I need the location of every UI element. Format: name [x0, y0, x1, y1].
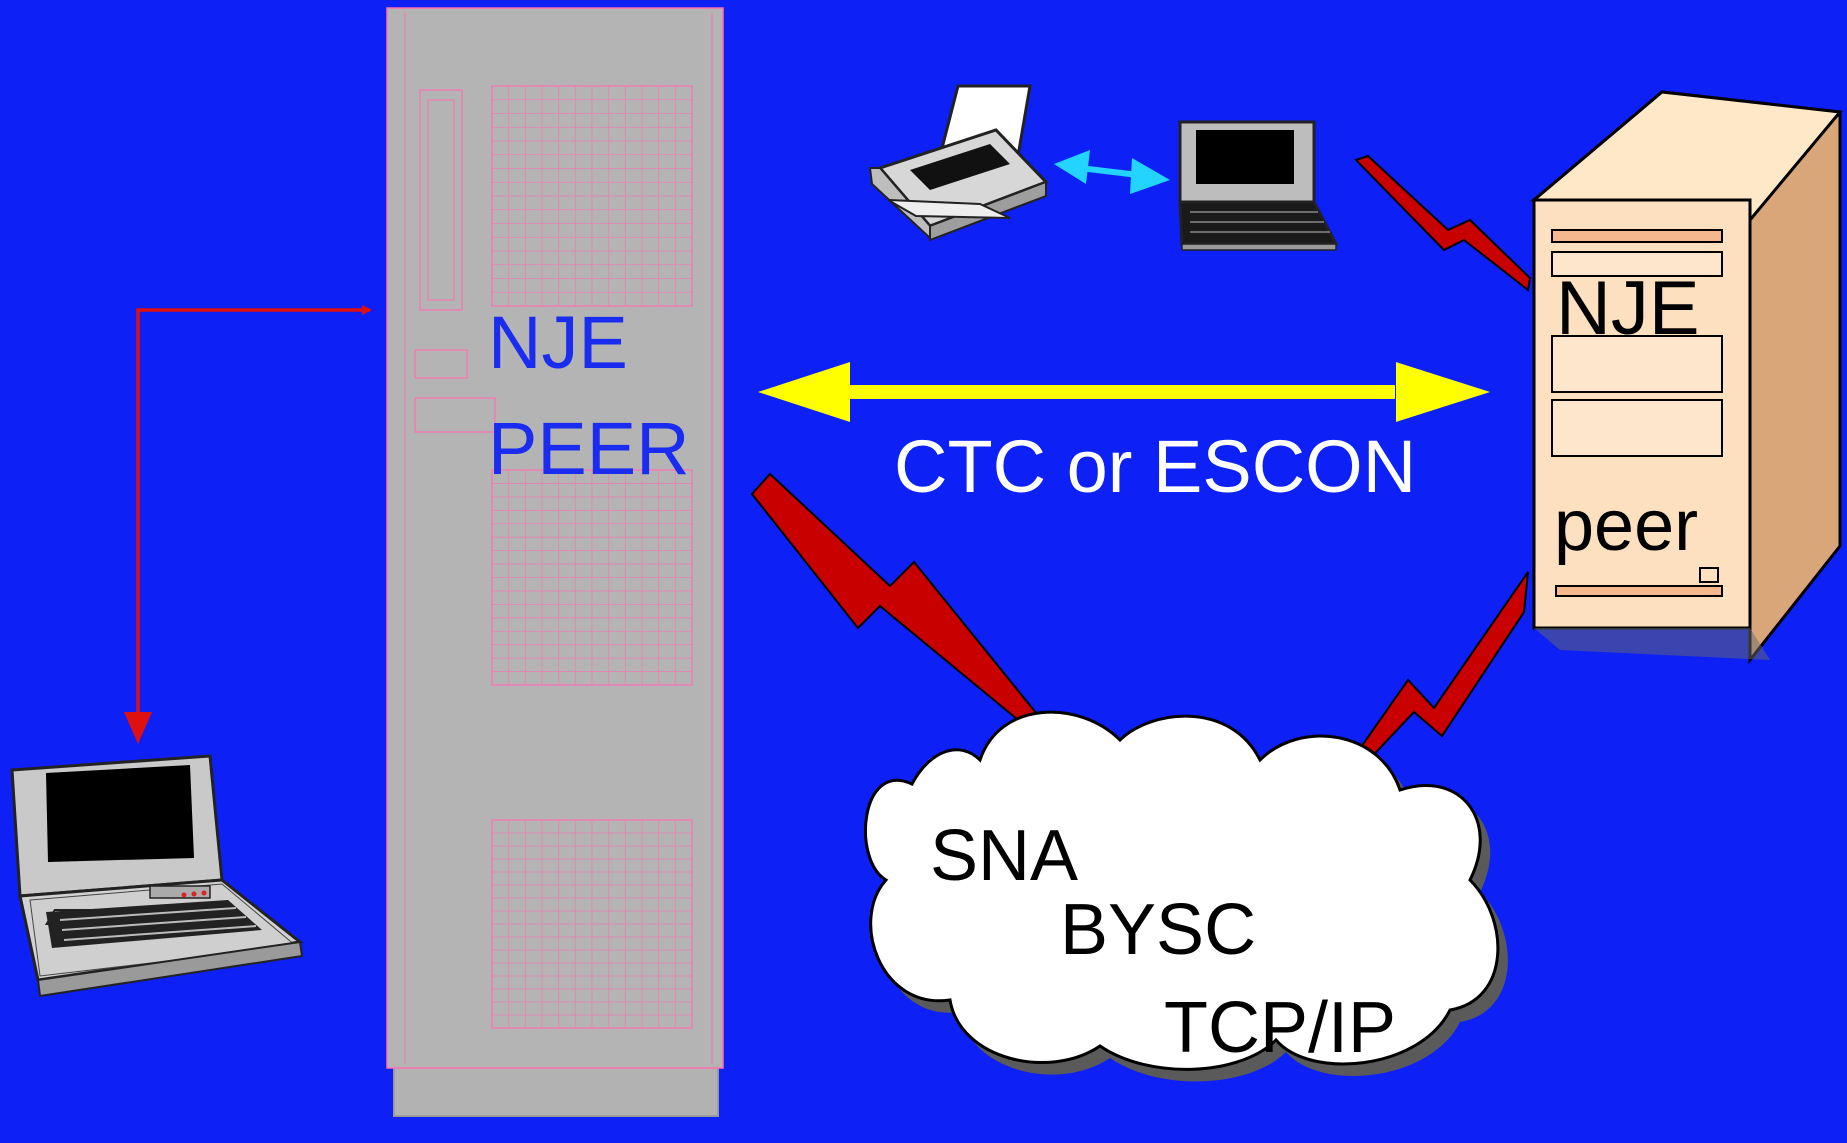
printer-icon — [868, 84, 1049, 242]
server-label-peer: peer — [1554, 486, 1698, 566]
tower-server-icon — [1530, 90, 1843, 665]
protocol-bysc: BYSC — [1060, 890, 1256, 970]
printer-link-arrow — [1054, 150, 1170, 194]
terminal-connector — [124, 305, 372, 744]
laptop-icon — [1178, 120, 1339, 251]
mainframe-label-peer: PEER — [488, 407, 690, 490]
network-cloud-icon — [863, 710, 1508, 1082]
mainframe-label-nje: NJE — [488, 301, 628, 384]
ctc-escon-link-arrow — [758, 362, 1490, 422]
protocol-sna: SNA — [930, 816, 1078, 896]
link-label: CTC or ESCON — [894, 425, 1416, 508]
mainframe-cabinet-icon — [386, 7, 724, 1117]
laptop-terminal-icon — [10, 754, 304, 998]
protocol-tcpip: TCP/IP — [1164, 988, 1396, 1068]
server-label-nje: NJE — [1556, 266, 1700, 351]
